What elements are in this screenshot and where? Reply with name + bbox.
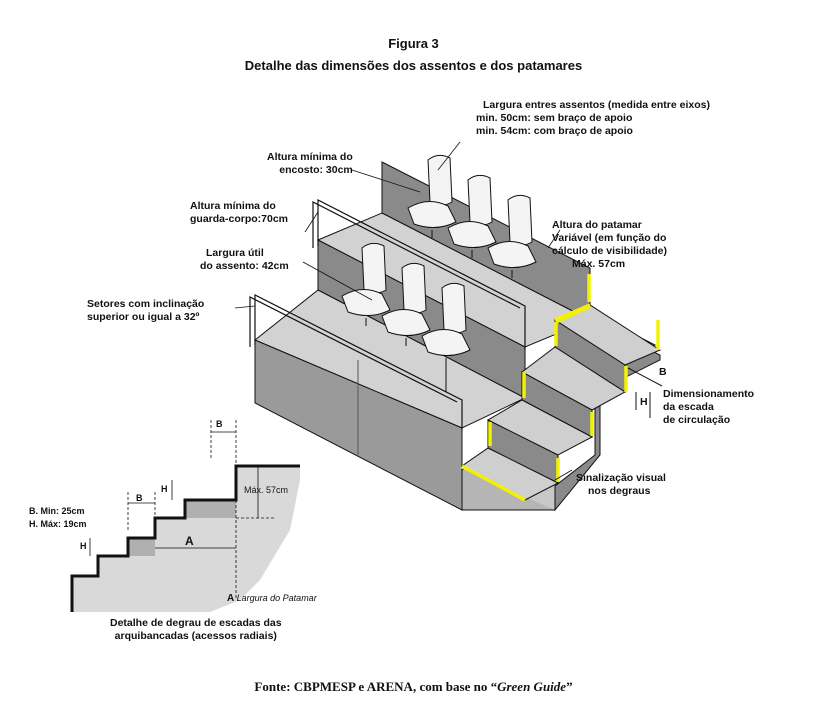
stair-side-wall [554, 268, 661, 512]
label-useful-width-line-2: do assento: 42cm [200, 260, 289, 272]
source-prefix: Fonte: CBPMESP e ARENA, com base no “ [254, 679, 498, 694]
detail-label-min: B. Min: 25cm [29, 506, 85, 516]
detail-caption-line-2: arquibancadas (acessos radiais) [114, 630, 277, 642]
detail-riser-fill-1 [128, 538, 155, 556]
detail-a-caption-letter: A [227, 593, 234, 604]
label-backrest-line-2: encosto: 30cm [279, 164, 353, 176]
label-h-stair: H [640, 396, 648, 408]
detail-a-caption: A Largura do Patamar [227, 592, 317, 605]
label-useful-width: Largura útil do assento: 42cm [200, 247, 289, 273]
label-seat-width: Largura entres assentos (medida entre ei… [476, 99, 710, 138]
detail-label-min-max: B. Min: 25cm H. Máx: 19cm [29, 505, 87, 531]
label-b-stair: B [659, 366, 667, 378]
leader-lines [234, 141, 573, 481]
detail-label-max57: Máx. 57cm [244, 485, 289, 495]
figure-title: Detalhe das dimensões dos assentos e dos… [244, 58, 583, 73]
label-stair-dimension-line-1: Dimensionamento [663, 388, 755, 400]
label-visual-signal-line-1: Sinalização visual [576, 472, 666, 484]
source-line: Fonte: CBPMESP e ARENA, com base no “Gre… [0, 679, 827, 695]
label-platform-height-line-3: cálculo de visibilidade) [552, 245, 667, 257]
detail-caption-line-1: Detalhe de degrau de escadas das [110, 617, 282, 629]
label-sectors-line-1: Setores com inclinação [87, 298, 205, 310]
label-platform-height-line-2: Variável (em função do [552, 232, 667, 244]
label-guardrail-line-1: Altura mínima do [190, 200, 276, 212]
detail-fill [72, 466, 300, 612]
detail-label-h-top: H [161, 484, 168, 494]
label-stair-dimension-line-2: da escada [663, 401, 714, 413]
label-platform-height-line-1: Altura do patamar [552, 219, 642, 231]
label-platform-height-line-4: Máx. 57cm [572, 258, 626, 270]
label-backrest: Altura mínima do encosto: 30cm [267, 151, 353, 177]
seats-upper-row [407, 154, 537, 278]
label-platform-height: Altura do patamar Variável (em função do… [552, 219, 667, 271]
label-stair-dimension: Dimensionamento da escada de circulação [663, 388, 754, 427]
detail-riser-fill-2 [185, 500, 236, 518]
detail-arrows [89, 431, 259, 556]
detail-label-b-top: B [216, 419, 223, 429]
label-sectors: Setores com inclinação superior ou igual… [87, 298, 204, 324]
label-backrest-line-1: Altura mínima do [267, 151, 353, 163]
guardrails [249, 199, 526, 430]
detail-label-a: A [185, 534, 194, 548]
label-visual-signal: Sinalização visual nos degraus [576, 472, 666, 498]
detail-a-caption-text: Largura do Patamar [236, 593, 317, 603]
signal-stripes [461, 274, 660, 502]
label-guardrail-line-2: guarda-corpo:70cm [190, 213, 289, 225]
label-stair-dimension-line-3: de circulação [663, 414, 731, 426]
detail-label-h-low: H [80, 541, 87, 551]
label-seat-width-line-3: min. 54cm: com braço de apoio [476, 125, 633, 137]
label-useful-width-line-1: Largura útil [206, 247, 264, 259]
label-guardrail: Altura mínima do guarda-corpo:70cm [190, 200, 288, 226]
detail-caption: Detalhe de degrau de escadas das arquiba… [110, 617, 282, 643]
label-seat-width-line-1: Largura entres assentos (medida entre ei… [483, 99, 710, 111]
label-visual-signal-line-2: nos degraus [588, 485, 651, 497]
source-suffix: ” [566, 679, 573, 694]
source-italic: Green Guide [497, 679, 567, 694]
label-seat-width-line-2: min. 50cm: sem braço de apoio [476, 112, 633, 124]
detail-label-b-mid: B [136, 493, 143, 503]
detail-label-max: H. Máx: 19cm [29, 519, 87, 529]
detail-dimension-lines [127, 420, 275, 598]
label-sectors-line-2: superior ou igual a 32º [87, 311, 200, 323]
seats-lower-row [341, 242, 471, 392]
stair-dimension-marks [627, 367, 663, 418]
figure-number: Figura 3 [388, 36, 439, 51]
